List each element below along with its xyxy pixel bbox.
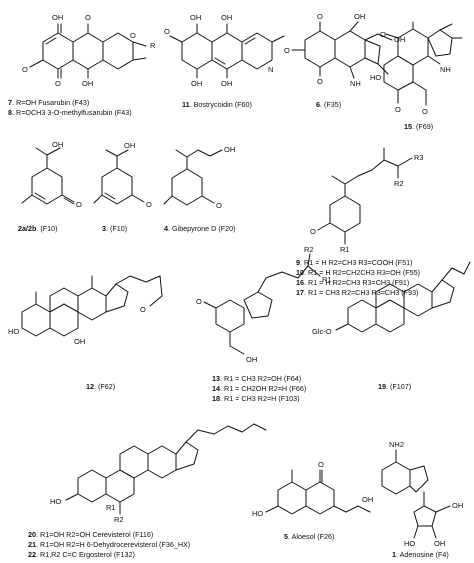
atom-label: HO <box>404 539 415 548</box>
atom-label: O <box>130 31 136 40</box>
atom-label: OH <box>434 539 445 548</box>
atom-label: O <box>395 105 401 114</box>
caption-12: 12. (F62) <box>86 382 116 391</box>
atom-label: OH <box>221 13 232 22</box>
atom-label: O <box>76 200 82 209</box>
atom-label: R3 <box>414 153 424 162</box>
atom-label: O <box>422 107 428 116</box>
caption-21: 21. R1=OH R2=H 6-Dehydrocerevisterol (F3… <box>28 540 191 549</box>
atom-label: N <box>268 65 273 74</box>
caption-16: 16. R1 = H R2=CH3 R3=CH3 (F91) <box>296 278 410 287</box>
atom-label: HO <box>370 73 381 82</box>
caption-1: 1. Adenosine (F4) <box>392 550 449 559</box>
structure-12 <box>21 275 163 337</box>
caption-18: 18. R1 = CH3 R2=H (F103) <box>212 394 300 403</box>
structure-19 <box>335 261 471 333</box>
atom-label: R1 <box>322 275 332 284</box>
atom-label: O <box>164 27 170 36</box>
structure-1 <box>381 449 451 539</box>
atom-label: OH <box>221 79 232 88</box>
atom-label: NH2 <box>389 440 404 449</box>
atom-label: HO <box>8 327 19 336</box>
structure-4 <box>163 149 223 206</box>
atom-label: O <box>317 77 323 86</box>
atom-label: O <box>216 201 222 210</box>
caption-13: 13. R1 = CH3 R2=OH (F64) <box>212 374 302 383</box>
structure-20-21-22 <box>65 423 267 515</box>
atom-label: OH <box>52 13 63 22</box>
atom-label: R1 <box>106 503 116 512</box>
caption-22: 22. R1,R2 C=C Ergosterol (F132) <box>28 550 135 559</box>
atom-label: HO <box>50 497 61 506</box>
caption-19: 19. (F107) <box>378 382 412 391</box>
atom-label: OH <box>224 145 235 154</box>
atom-label: OH <box>124 141 135 150</box>
atom-label: O <box>380 30 386 39</box>
caption-14: 14. R1 = CH2OH R2=H (F66) <box>212 384 307 393</box>
structure-6 <box>291 21 393 79</box>
atom-label: OH <box>191 79 202 88</box>
structure-15 <box>383 21 463 106</box>
atom-label: NH <box>440 65 451 74</box>
atom-label: R <box>150 41 156 50</box>
caption-15: 15. (F69) <box>404 122 434 131</box>
structure-7-8 <box>29 23 147 79</box>
atom-label: O <box>140 305 146 314</box>
caption-8: 8. R=OCH3 3-O-methylfusarubin (F43) <box>8 108 132 117</box>
caption-6: 6. (F35) <box>316 100 342 109</box>
caption-7: 7. R=OH Fusarubin (F43) <box>8 98 90 107</box>
atom-label: Glc-O <box>312 327 332 336</box>
atom-label: O <box>55 79 61 88</box>
caption-9: 9. R1 = H R2=CH3 R3=COOH (F51) <box>296 258 413 267</box>
caption-2a-2b: 2a/2b. (F10) <box>18 224 58 233</box>
atom-label: OH <box>452 501 463 510</box>
caption-11: 11. Bostrycoidin (F60) <box>182 100 252 109</box>
atom-label: O <box>317 12 323 21</box>
atom-label: OH <box>354 12 365 21</box>
atom-label: R1 <box>340 245 350 254</box>
structure-13-14-18 <box>203 253 321 355</box>
caption-5: 5. Aloesol (F26) <box>284 532 335 541</box>
atom-label: O <box>85 13 91 22</box>
caption-4: 4. Gibepyrone D (F20) <box>164 224 236 233</box>
atom-label: O <box>146 200 152 209</box>
atom-label: OH <box>190 13 201 22</box>
atom-label: OH <box>394 35 405 44</box>
caption-20: 20. R1=OH R2=OH Cerevisterol (F116) <box>28 530 154 539</box>
structure-11 <box>169 23 285 79</box>
atom-label: R2 <box>394 179 404 188</box>
atom-label: OH <box>82 79 93 88</box>
structure-3 <box>93 149 145 205</box>
atom-label: O <box>196 297 202 306</box>
structure-5 <box>265 469 371 515</box>
atom-label: OH <box>246 355 257 364</box>
structure-2a-2b <box>21 147 75 205</box>
caption-10: 10. R1 = H R2=CH2CH3 R3=OH (F55) <box>296 268 421 277</box>
caption-17: 17. R1 = CH3 R2=CH3 R3=CH3 (F93) <box>296 288 419 297</box>
atom-label: OH <box>52 140 63 149</box>
atom-label: O <box>310 227 316 236</box>
structure-9-10-16-17 <box>317 147 413 245</box>
atom-label: NH <box>350 79 361 88</box>
atom-label: O <box>318 460 324 469</box>
atom-label: R2 <box>114 515 124 524</box>
atom-label: OH <box>74 337 85 346</box>
atom-label: OH <box>362 495 373 504</box>
atom-label: R2 <box>304 245 314 254</box>
atom-label: O <box>22 65 28 74</box>
atom-label: O <box>284 46 290 55</box>
caption-3: 3. (F10) <box>102 224 128 233</box>
atom-label: HO <box>252 509 263 518</box>
